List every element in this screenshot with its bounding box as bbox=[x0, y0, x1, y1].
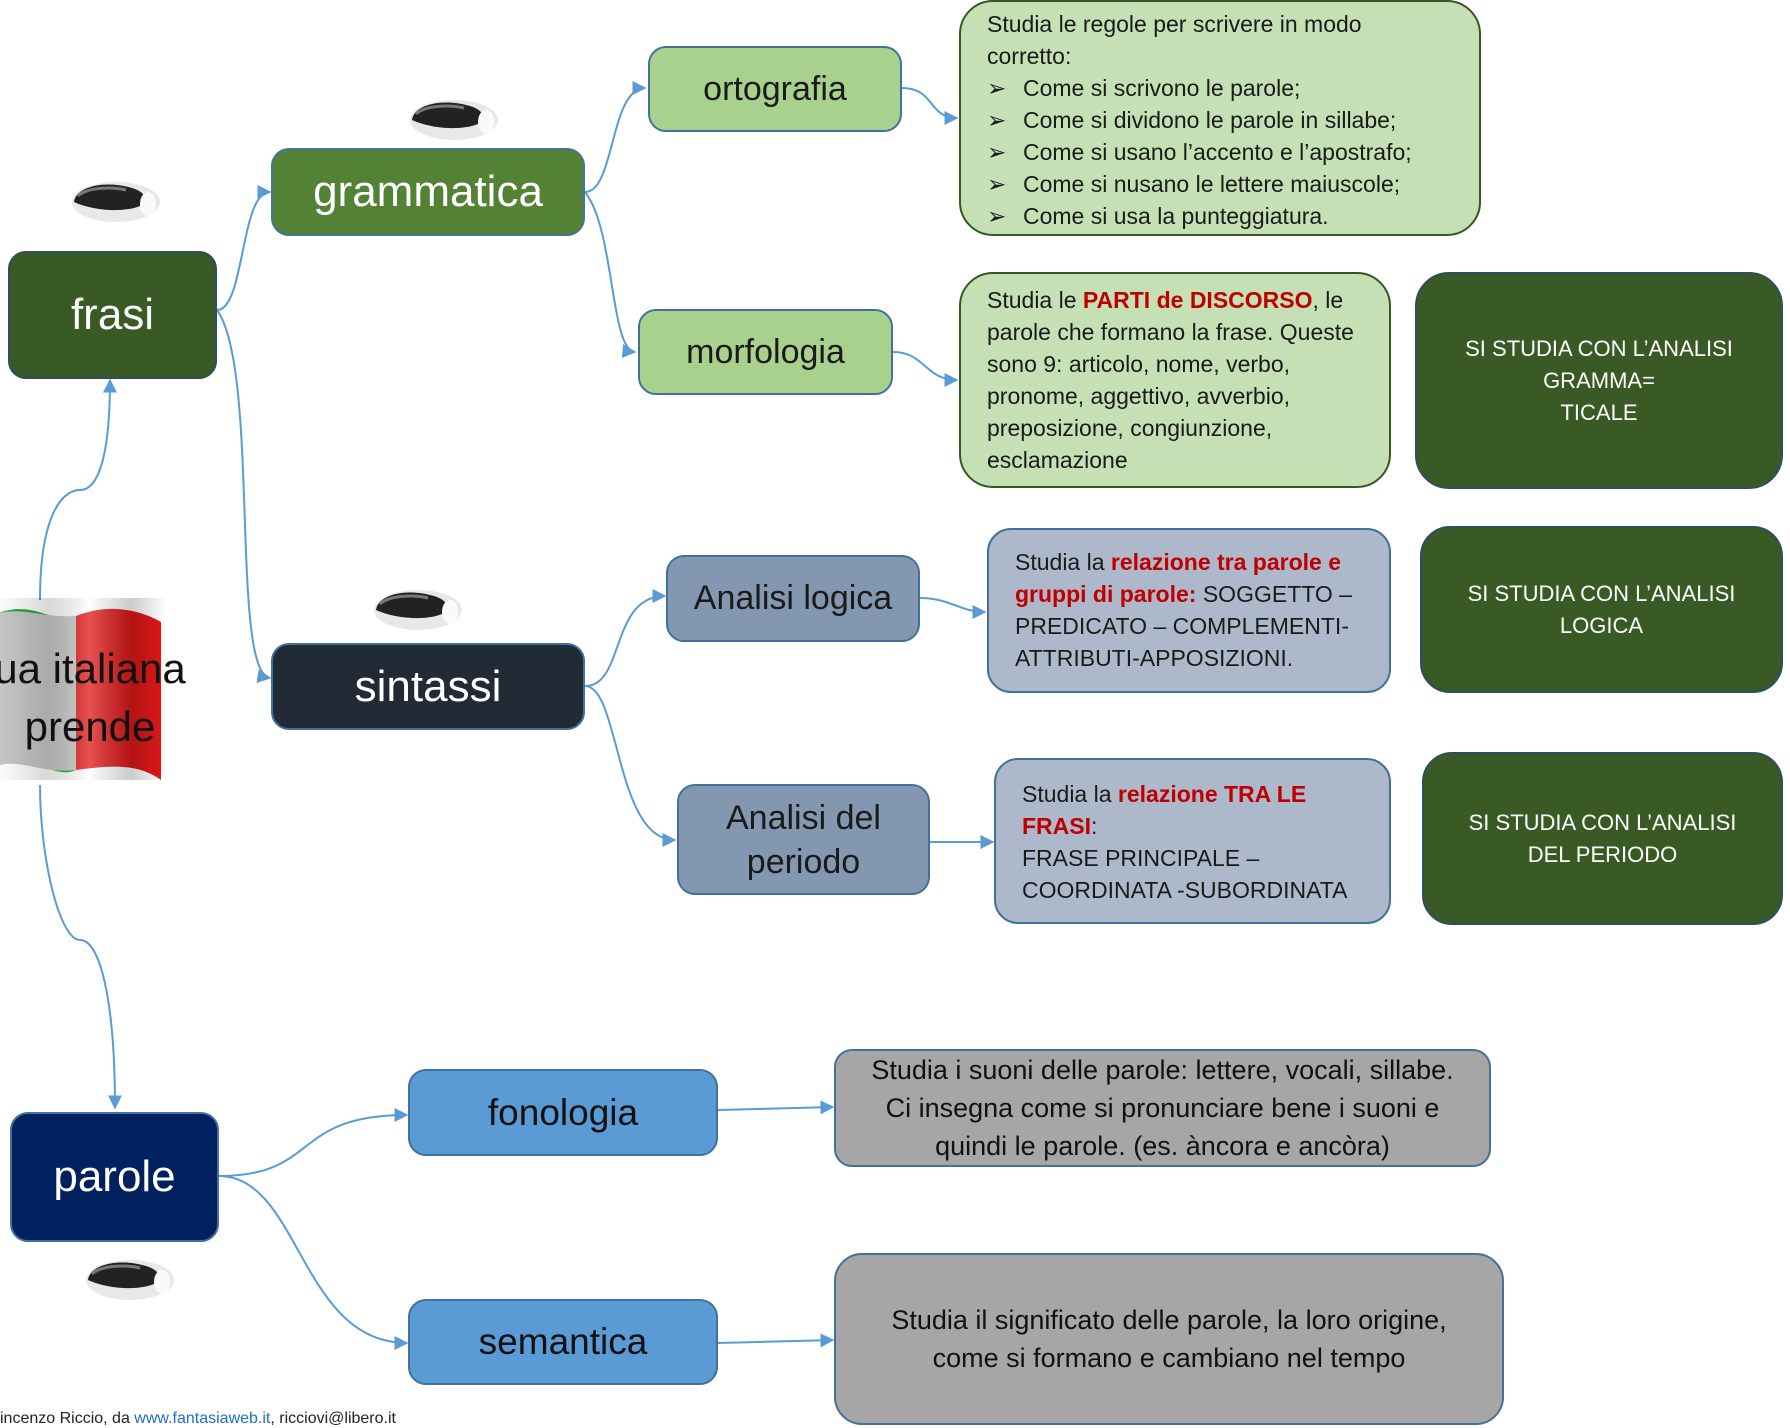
node-analisi-periodo-label-1: Analisi del bbox=[726, 798, 881, 837]
node-analisi-logica[interactable]: Analisi logica bbox=[666, 555, 920, 642]
bullet-arrow-icon: ➢ bbox=[987, 75, 1007, 101]
fonologia-description: Studia i suoni delle parole: lettere, vo… bbox=[834, 1049, 1491, 1167]
semantica-description: Studia il significato delle parole, la l… bbox=[834, 1253, 1504, 1425]
node-morfologia[interactable]: morfologia bbox=[638, 309, 893, 395]
connector-root-frasi bbox=[39, 378, 117, 601]
logica-description: Studia la relazione tra parole e gruppi … bbox=[987, 528, 1391, 693]
ortografia-intro: Studia le regole per scrivere in modo co… bbox=[987, 11, 1362, 69]
morfologia-highlight: PARTI de DISCORSO bbox=[1082, 287, 1313, 313]
bullet-arrow-icon: ➢ bbox=[987, 139, 1007, 165]
credit-footer: incenzo Riccio, da www.fantasiaweb.it, r… bbox=[0, 1410, 396, 1427]
node-frasi[interactable]: frasi bbox=[8, 251, 217, 379]
node-analisi-periodo-label-2: periodo bbox=[746, 842, 861, 881]
node-fonologia-label: fonologia bbox=[487, 1091, 639, 1133]
connector-frasi-grammatica bbox=[216, 185, 272, 311]
connector-grammatica-morfologia bbox=[584, 191, 637, 358]
node-morfologia-label: morfologia bbox=[686, 332, 845, 371]
note-analisi-periodo: SI STUDIA CON L’ANALISI DEL PERIODO bbox=[1422, 752, 1783, 925]
bullet-arrow-icon: ➢ bbox=[987, 171, 1007, 197]
node-grammatica-label: grammatica bbox=[313, 167, 543, 216]
flag-italy-icon bbox=[0, 598, 166, 780]
bullet-arrow-icon: ➢ bbox=[987, 107, 1007, 133]
connector-ortografia-desc bbox=[901, 87, 959, 125]
computer-mouse-icon bbox=[374, 590, 462, 630]
connector-parole-semantica bbox=[218, 1175, 409, 1350]
root-label-line1: ua italiana bbox=[0, 645, 186, 692]
bullet-arrow-icon: ➢ bbox=[987, 203, 1007, 229]
connector-sintassi-periodo bbox=[584, 685, 677, 847]
node-semantica[interactable]: semantica bbox=[408, 1299, 718, 1385]
root-label: ua italiana prende bbox=[0, 640, 200, 756]
node-parole-label: parole bbox=[53, 1152, 176, 1201]
node-fonologia[interactable]: fonologia bbox=[408, 1069, 718, 1156]
list-item: ➢Come si usa la punteggiatura. bbox=[987, 200, 1412, 232]
connector-semantica-desc bbox=[717, 1333, 835, 1348]
node-ortografia-label: ortografia bbox=[703, 69, 847, 108]
connector-fonologia-desc bbox=[717, 1100, 835, 1115]
list-item: ➢Come si scrivono le parole; bbox=[987, 72, 1412, 104]
periodo-description: Studia la relazione TRA LE FRASI: FRASE … bbox=[994, 758, 1391, 924]
periodo-highlight: relazione TRA LE FRASI bbox=[1022, 781, 1307, 839]
list-item: ➢Come si dividono le parole in sillabe; bbox=[987, 104, 1412, 136]
node-analisi-logica-label: Analisi logica bbox=[693, 579, 893, 617]
note-analisi-logica: SI STUDIA CON L’ANALISI LOGICA bbox=[1420, 526, 1783, 693]
node-semantica-label: semantica bbox=[478, 1321, 648, 1362]
list-item: ➢Come si usano l’accento e l’apostrafo; bbox=[987, 136, 1412, 168]
node-ortografia[interactable]: ortografia bbox=[648, 46, 902, 132]
connector-logica-desc bbox=[919, 597, 987, 619]
ortografia-description: Studia le regole per scrivere in modo co… bbox=[959, 0, 1481, 236]
website-link[interactable]: www.fantasiaweb.it bbox=[134, 1410, 271, 1427]
node-sintassi[interactable]: sintassi bbox=[271, 643, 585, 730]
computer-mouse-icon bbox=[86, 1260, 174, 1300]
logica-highlight: relazione tra parole e gruppi di parole: bbox=[1015, 549, 1341, 607]
node-analisi-periodo[interactable]: Analisi del periodo bbox=[677, 784, 930, 895]
node-grammatica[interactable]: grammatica bbox=[271, 148, 585, 236]
connector-parole-fonologia bbox=[218, 1108, 409, 1177]
connector-sintassi-logica bbox=[584, 589, 667, 687]
list-item: ➢Come si nusano le lettere maiuscole; bbox=[987, 168, 1412, 200]
ortografia-list: ➢Come si scrivono le parole; ➢Come si di… bbox=[987, 72, 1412, 232]
connector-grammatica-ortografia bbox=[584, 81, 647, 193]
connector-frasi-sintassi bbox=[216, 309, 272, 683]
connector-root-parole bbox=[39, 784, 122, 1110]
node-parole[interactable]: parole bbox=[10, 1112, 219, 1242]
note-analisi-grammaticale: SI STUDIA CON L’ANALISI GRAMMA= TICALE bbox=[1415, 272, 1783, 489]
connector-morfologia-desc bbox=[892, 351, 959, 387]
node-frasi-label: frasi bbox=[70, 290, 155, 339]
morfologia-description: Studia le PARTI de DISCORSO, le parole c… bbox=[959, 272, 1391, 488]
root-label-line2: prende bbox=[24, 703, 156, 750]
computer-mouse-icon bbox=[72, 182, 160, 222]
node-sintassi-label: sintassi bbox=[354, 661, 502, 711]
computer-mouse-icon bbox=[410, 100, 498, 140]
